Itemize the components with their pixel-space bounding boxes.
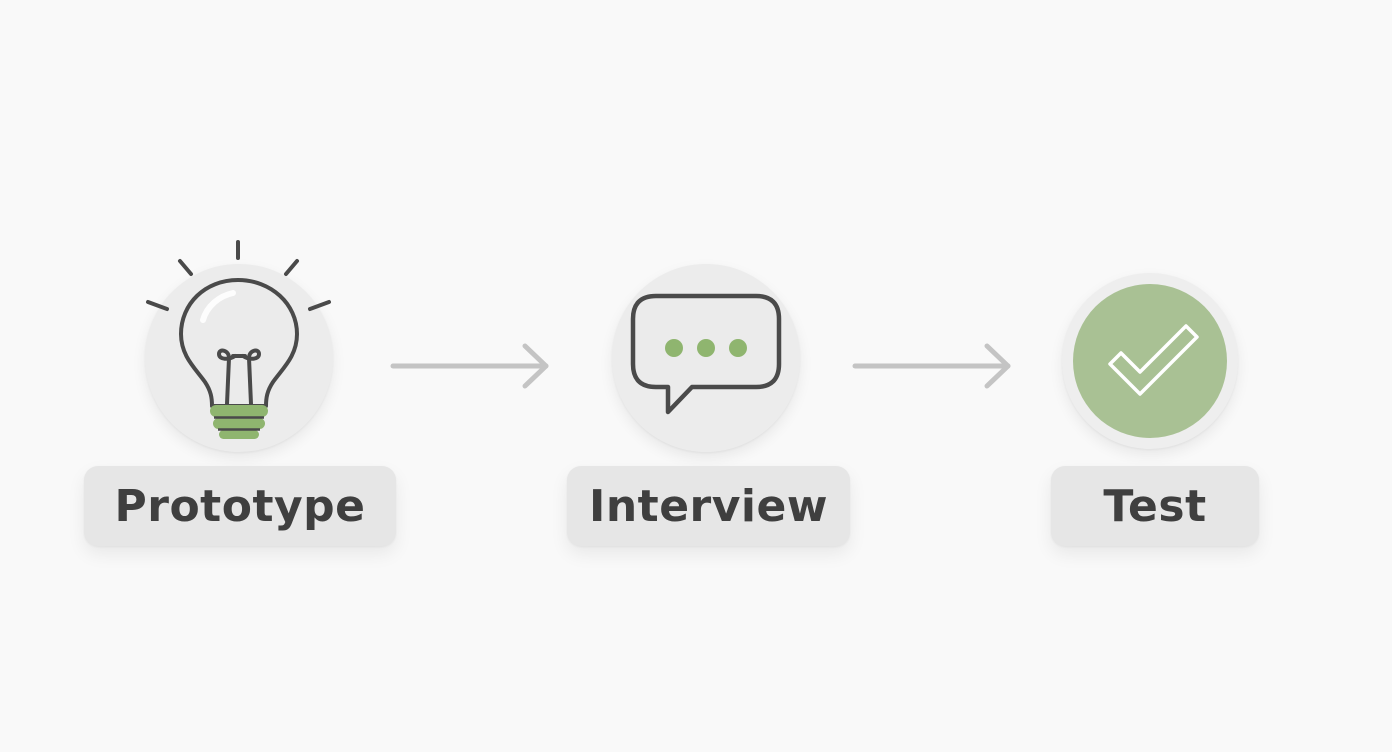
step-label-prototype: Prototype [84,466,396,546]
prototype-icon-circle [145,240,333,452]
speech-bubble-icon [630,293,782,415]
step-label-text: Test [1103,480,1207,532]
arrow-right-icon [850,340,1016,392]
lightbulb-icon [146,240,331,439]
step-label-text: Interview [588,480,829,532]
test-icon-circle [1062,273,1238,449]
arrow-right-icon [388,340,554,392]
typing-dots [665,339,747,357]
interview-icon-circle [612,264,800,452]
step-label-test: Test [1051,466,1259,546]
step-label-interview: Interview [567,466,850,546]
step-label-text: Prototype [114,480,366,532]
bulb-base [210,405,268,439]
checkmark-icon [1073,284,1227,438]
